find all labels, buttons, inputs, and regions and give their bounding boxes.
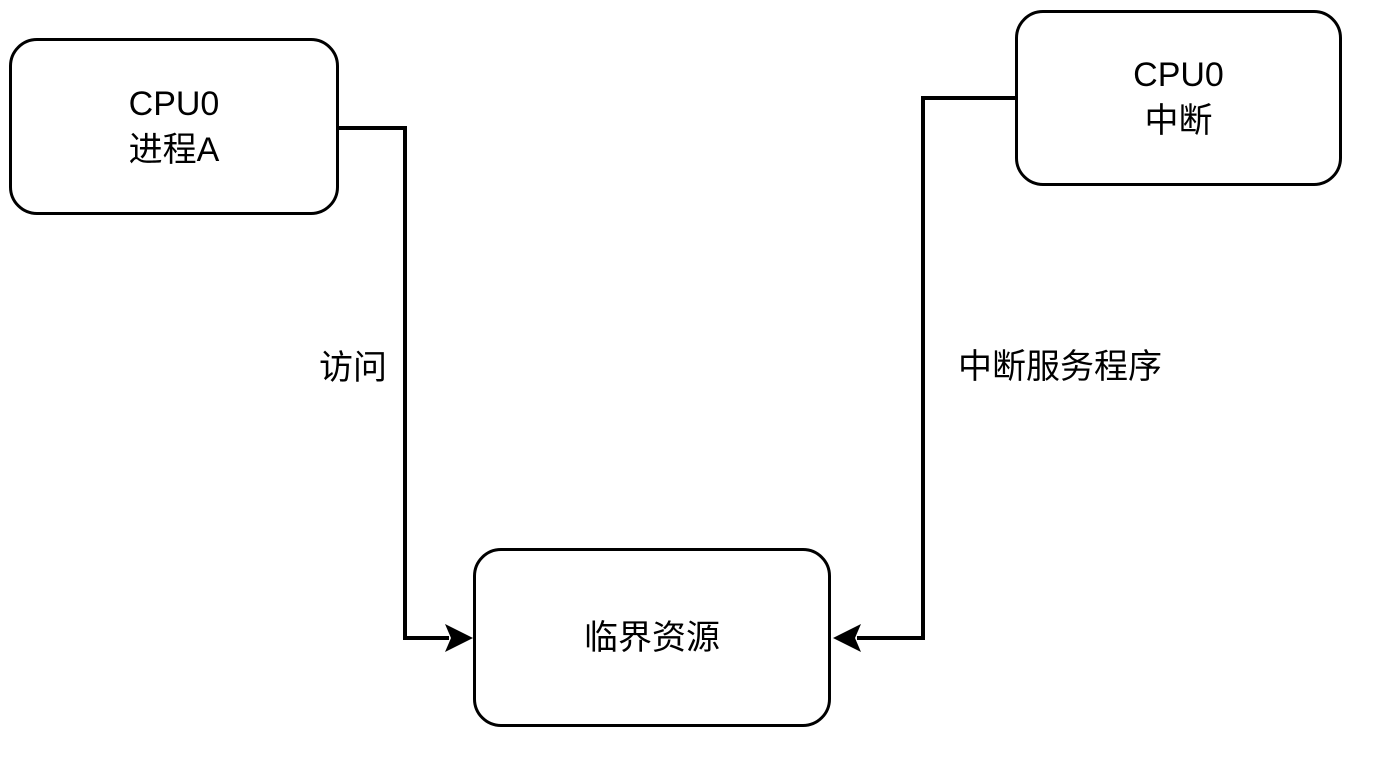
edge-isr-line [857,96,1015,640]
node-critical-resource: 临界资源 [473,548,831,727]
node-label-line: 中断 [1144,102,1213,140]
arrowhead-right-icon [445,624,473,652]
node-cpu0-interrupt: CPU0 中断 [1015,10,1342,186]
edge-isr [833,96,1015,652]
edge-access [339,126,473,652]
node-label-line: CPU0 [128,84,220,123]
node-label-line: CPU0 [1133,56,1224,94]
node-cpu0-process-a: CPU0 进程A [9,38,339,215]
node-label-line: 临界资源 [584,618,720,657]
arrowhead-left-icon [833,624,861,652]
node-label-line: 进程A [128,130,220,169]
edge-access-line [339,126,449,640]
edge-label-isr: 中断服务程序 [956,347,1164,387]
edge-label-access: 访问 [317,348,389,388]
